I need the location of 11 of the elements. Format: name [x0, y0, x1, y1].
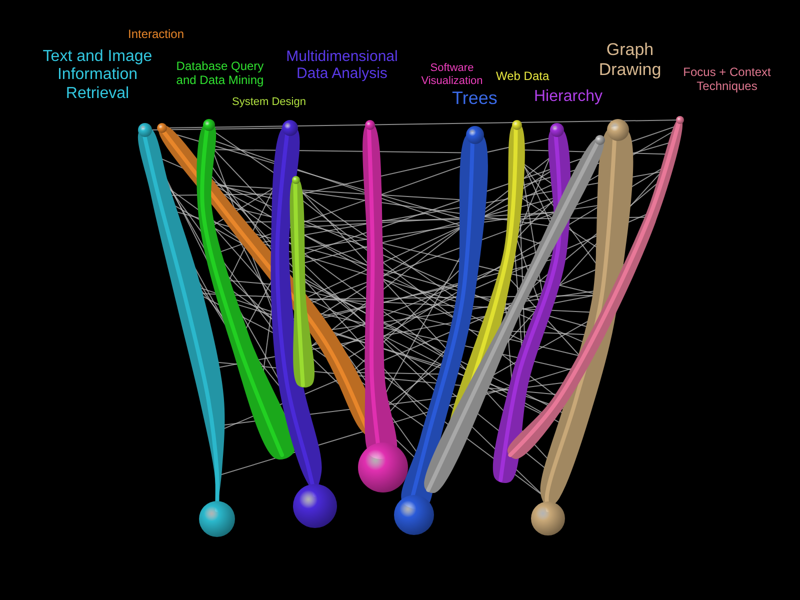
topic-label: Focus + Context Techniques: [682, 66, 772, 94]
topic-label: Database Query and Data Mining: [175, 60, 265, 88]
topic-label: Trees: [452, 88, 498, 109]
topic-label: Web Data: [496, 70, 550, 84]
topic-label: Graph Drawing: [598, 40, 662, 80]
topic-label: System Design: [232, 96, 307, 109]
topic-label: Software Visualization: [420, 62, 484, 88]
topic-label: Interaction: [128, 28, 186, 42]
topic-label: Text and Image Information Retrieval: [42, 48, 154, 104]
topic-label: Multidimensional Data Analysis: [285, 48, 399, 82]
topic-label: Hierarchy: [534, 88, 604, 106]
